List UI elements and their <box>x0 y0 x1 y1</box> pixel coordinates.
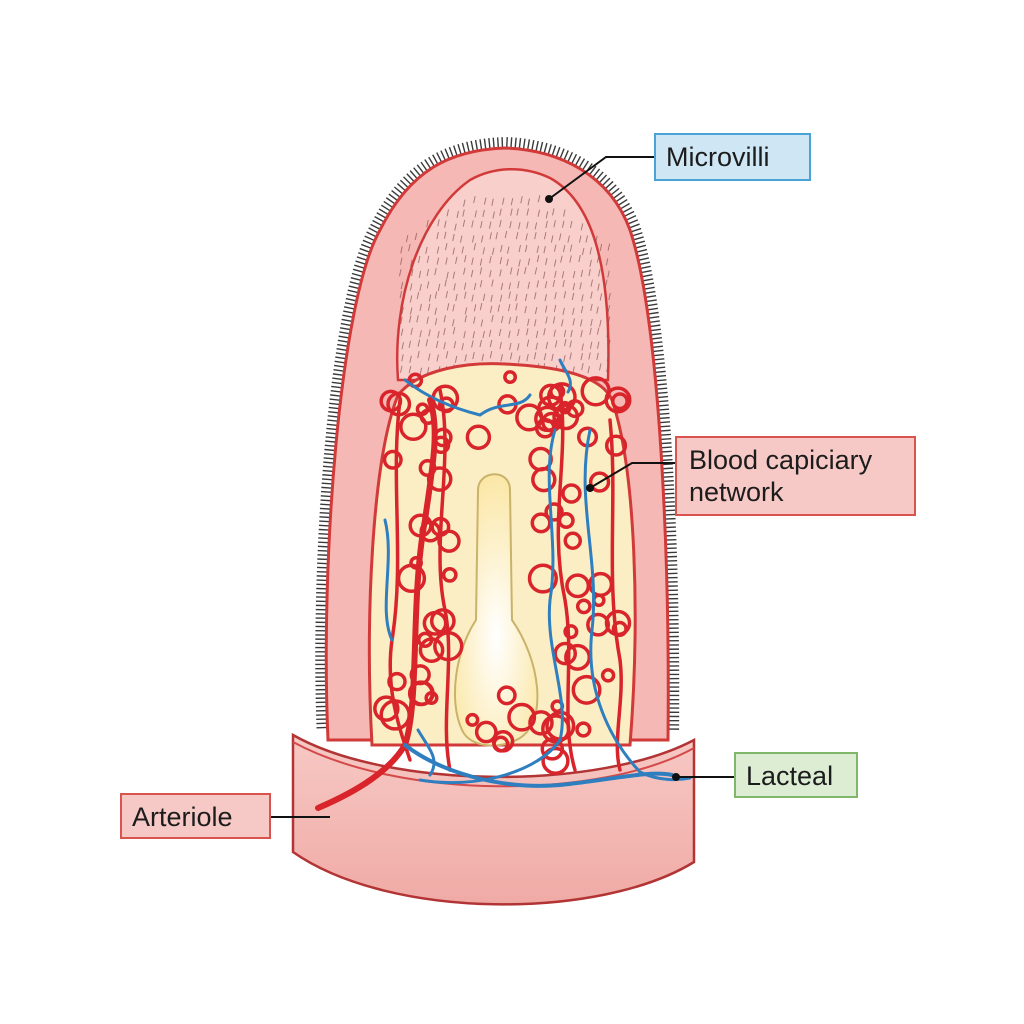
label-capillary-line2: network <box>689 477 784 507</box>
arteriole-vessel-branch <box>403 743 674 788</box>
label-lacteal: Lacteal <box>734 752 858 798</box>
label-arteriole: Arteriole <box>120 793 271 839</box>
label-lacteal-text: Lacteal <box>746 761 834 791</box>
base-tissue-inner-edge <box>292 741 695 788</box>
arteriole-vessel <box>315 397 438 811</box>
label-microvilli-text: Microvilli <box>666 142 770 172</box>
base-tissue <box>291 732 696 906</box>
tip-texture <box>398 195 611 375</box>
label-capillary-line1: Blood capiciary <box>689 445 873 475</box>
label-arteriole-text: Arteriole <box>132 802 233 832</box>
label-blood-capillary-network: Blood capiciary network <box>675 436 916 516</box>
capillary-network <box>373 370 632 776</box>
central-lacteal <box>453 473 539 747</box>
microvilli-brush-border <box>315 137 680 730</box>
leader-capillary <box>589 462 675 489</box>
blue-vessel-network <box>383 358 692 785</box>
villus-tip-cap <box>396 168 610 382</box>
leader-microvilli <box>548 156 654 200</box>
label-microvilli: Microvilli <box>654 133 811 181</box>
leader-lines <box>271 156 734 818</box>
